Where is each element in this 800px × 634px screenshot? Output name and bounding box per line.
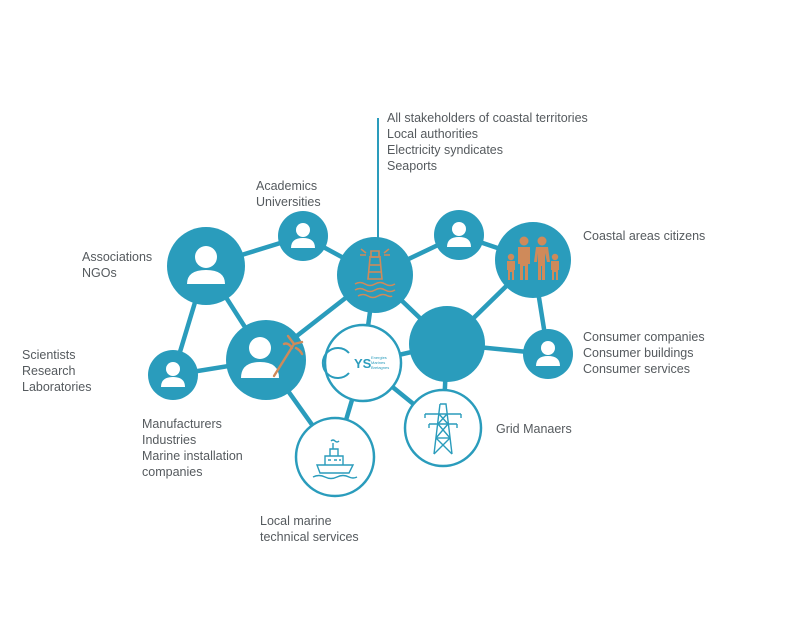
person-icon [536, 341, 560, 366]
person-icon [187, 246, 225, 284]
associations-node [167, 227, 245, 305]
label-scientists: Scientists Research Laboratories [22, 347, 92, 395]
label-line: companies [142, 465, 203, 479]
person-icon [291, 223, 315, 248]
lighthouse-icon [354, 248, 396, 299]
person-icon [447, 222, 471, 247]
label-line: Scientists [22, 348, 76, 362]
label-associations: Associations NGOs [82, 249, 152, 281]
family-icon [507, 236, 559, 280]
label-consumers: Consumer companies Consumer buildings Co… [583, 329, 705, 377]
logo-letters: YS [354, 356, 372, 371]
logo-mark: YS Energies Marines Bretagnes [321, 347, 389, 379]
label-line: Laboratories [22, 380, 92, 394]
logo-line2: Marines [371, 360, 385, 365]
label-marine-services: Local marine technical services [260, 513, 359, 545]
label-top-stakeholders: All stakeholders of coastal territories … [387, 110, 588, 174]
label-line: Research [22, 364, 76, 378]
coastal-citizens-node [495, 222, 571, 298]
label-line: Local authorities [387, 127, 479, 141]
coastal-stakeholders-node [337, 237, 413, 313]
label-academics: Academics Universities [256, 178, 321, 210]
label-line: Marine installation [142, 449, 243, 463]
company-logo-node: YS Energies Marines Bretagnes [321, 323, 403, 403]
label-line: Grid Manaers [496, 422, 572, 436]
label-line: Electricity syndicates [387, 143, 504, 157]
person-icon [161, 362, 185, 387]
label-line: Academics [256, 179, 318, 193]
logo-line1: Energies [371, 355, 387, 360]
label-line: Manufacturers [142, 417, 222, 431]
label-manufacturers: Manufacturers Industries Marine installa… [142, 416, 243, 480]
label-grid-managers: Grid Manaers [496, 421, 572, 437]
solid-node [409, 306, 485, 382]
label-line: Consumer companies [583, 330, 705, 344]
logo-line3: Bretagnes [371, 365, 389, 370]
label-line: Coastal areas citizens [583, 229, 706, 243]
marine-services-node [294, 416, 376, 498]
grid-managers-node [403, 388, 483, 468]
local-actor-node [434, 210, 484, 260]
manufacturers-node [226, 320, 306, 400]
trident-icon [272, 334, 304, 378]
scientists-node [148, 350, 198, 400]
label-line: Universities [256, 195, 321, 209]
label-line: Local marine [260, 514, 332, 528]
label-line: Associations [82, 250, 153, 264]
label-line: Consumer buildings [583, 346, 694, 360]
label-line: All stakeholders of coastal territories [387, 111, 588, 125]
label-line: technical services [260, 530, 359, 544]
consumers-node [523, 329, 573, 379]
label-coastal-citizens: Coastal areas citizens [583, 228, 705, 244]
label-line: NGOs [82, 266, 117, 280]
label-line: Industries [142, 433, 197, 447]
label-line: Seaports [387, 159, 438, 173]
boat-icon [312, 439, 358, 480]
pylon-icon [424, 403, 462, 455]
label-line: Consumer services [583, 362, 690, 376]
person-icon [241, 337, 279, 378]
academics-node [278, 211, 328, 261]
